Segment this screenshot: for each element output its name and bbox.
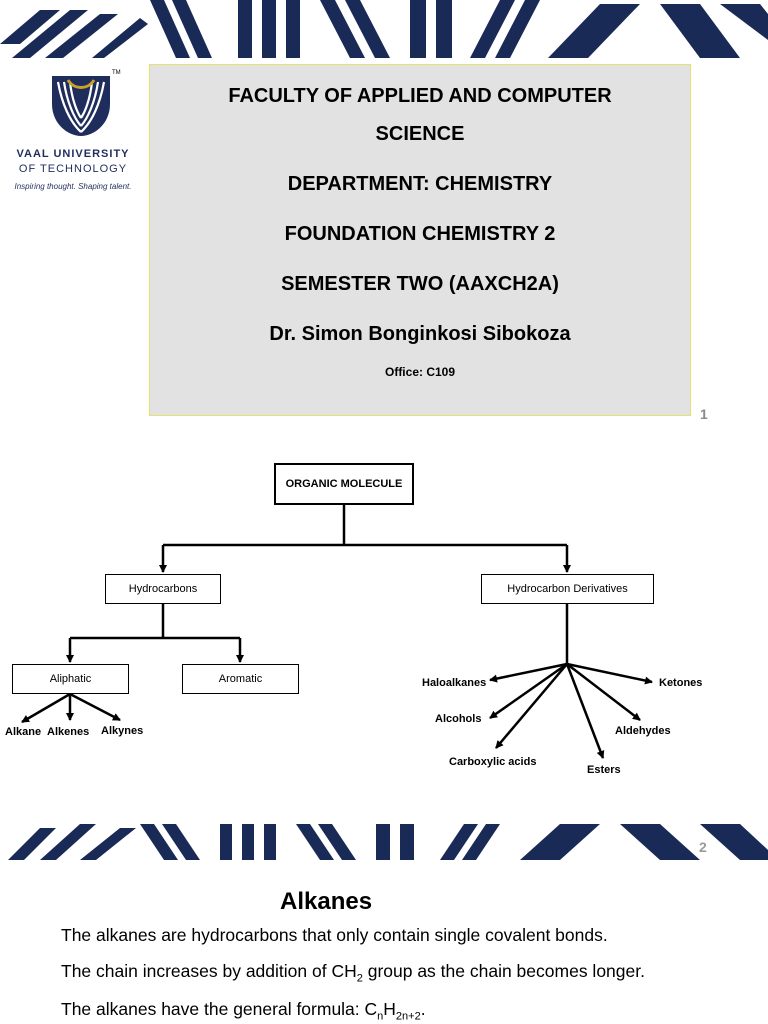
section-heading-alkanes: Alkanes [280,888,373,915]
department-title: DEPARTMENT: CHEMISTRY [287,173,553,195]
office-label: Office: C109 [384,365,456,379]
node-aliphatic: Aliphatic [12,664,129,694]
leaf-ketones: Ketones [659,677,703,689]
faculty-title-line1: FACULTY OF APPLIED AND COMPUTER [228,85,612,107]
alkanes-line-3: The alkanes have the general formula: Cn… [61,999,426,1023]
node-organic-molecule: ORGANIC MOLECULE [274,463,414,505]
page-number-2: 2 [699,839,707,855]
logo-tagline: Inspiring thought. Shaping talent. [14,182,132,191]
leaf-aldehydes: Aldehydes [615,725,671,737]
university-logo: TM VAAL UNIVERSITY OF TECHNOLOGY Inspiri… [0,70,146,200]
logo-name-line2: OF TECHNOLOGY [18,163,128,175]
bottom-banner [0,820,768,864]
leaf-alkynes: Alkynes [101,725,144,737]
vut-crest-icon [52,76,110,136]
alkanes-line-1: The alkanes are hydrocarbons that only c… [61,925,608,945]
leaf-esters: Esters [587,764,621,776]
title-box: FACULTY OF APPLIED AND COMPUTER SCIENCE … [149,64,691,416]
line3-text-a: The alkanes have the general formula: C [61,999,378,1019]
top-banner [0,0,768,60]
lecturer-name: Dr. Simon Bonginkosi Sibokoza [269,323,571,345]
leaf-alcohols: Alcohols [435,713,482,725]
line2-text-a: The chain increases by addition of CH [61,961,357,981]
leaf-alkane: Alkane [5,726,42,738]
line3-text-h: H [383,999,396,1019]
line2-subscript: 2 [356,972,363,985]
trademark-mark: TM [112,70,121,76]
leaf-carboxylic-acids: Carboxylic acids [449,756,537,768]
leaf-haloalkanes: Haloalkanes [422,677,487,689]
diagram-connectors [21,504,653,759]
leaf-alkenes: Alkenes [47,726,90,738]
node-hydrocarbon-derivatives: Hydrocarbon Derivatives [481,574,654,604]
banner-pattern [0,0,768,58]
line3-subscript-n: n [377,1010,384,1023]
node-aromatic: Aromatic [182,664,299,694]
line2-text-b: group as the chain becomes longer. [362,961,645,981]
page-number-1: 1 [700,406,708,422]
node-hydrocarbons: Hydrocarbons [105,574,221,604]
line3-text-end: . [420,999,426,1019]
course-title: FOUNDATION CHEMISTRY 2 [284,223,556,245]
line3-subscript-2n2: 2n+2 [395,1010,421,1023]
logo-name-line1: VAAL UNIVERSITY [16,148,130,160]
alkanes-line-2: The chain increases by addition of CH2 g… [61,961,645,985]
semester-title: SEMESTER TWO (AAXCH2A) [281,273,559,295]
faculty-title-line2: SCIENCE [375,123,465,145]
banner-pattern-2 [8,824,768,860]
